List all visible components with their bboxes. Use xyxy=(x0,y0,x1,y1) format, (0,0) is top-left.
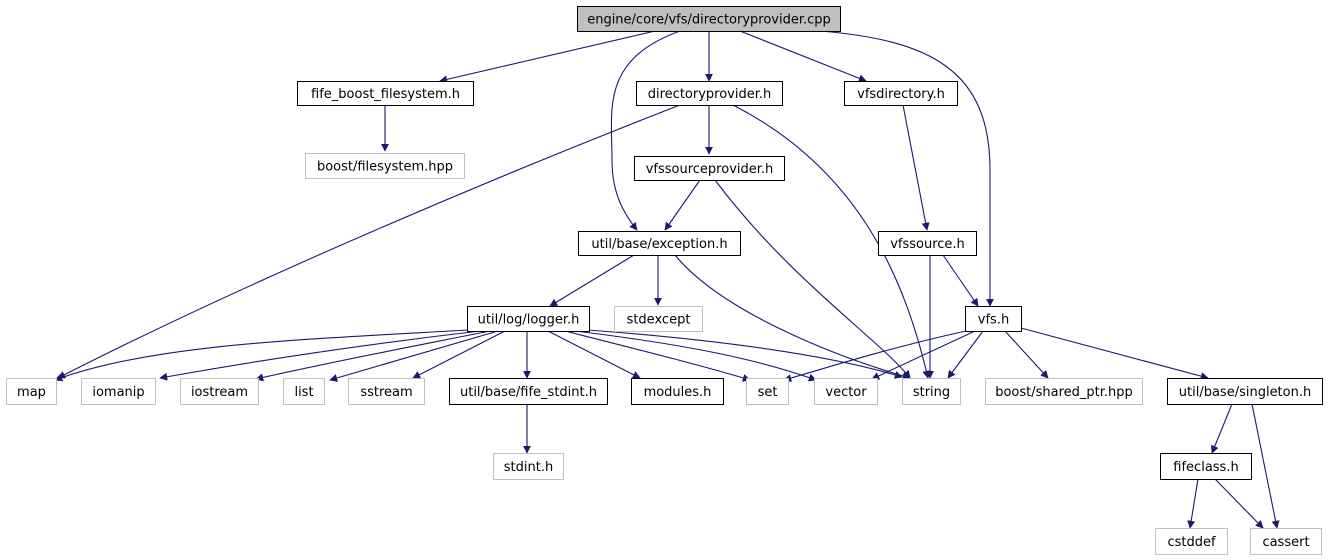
edge-root-to-vfsdirectory xyxy=(739,30,867,83)
edge-vfssource-to-vfs xyxy=(942,254,979,307)
node-util-log-logger-h[interactable]: util/log/logger.h xyxy=(467,306,590,332)
svg-text:boost/filesystem.hpp: boost/filesystem.hpp xyxy=(317,160,453,175)
svg-text:stdexcept: stdexcept xyxy=(627,313,691,328)
node-cassert[interactable]: cassert xyxy=(1250,528,1322,555)
node-sstream[interactable]: sstream xyxy=(348,378,425,405)
edge-exception-to-logger xyxy=(549,254,635,307)
svg-text:directoryprovider.h: directoryprovider.h xyxy=(648,87,772,102)
edge-logger-to-modules xyxy=(547,330,641,379)
node-boost-filesystem-hpp[interactable]: boost/filesystem.hpp xyxy=(305,153,465,179)
node-fife-boost-filesystem-h[interactable]: fife_boost_filesystem.h xyxy=(297,81,474,106)
svg-text:set: set xyxy=(758,385,778,400)
svg-text:vfs.h: vfs.h xyxy=(978,313,1009,328)
svg-text:string: string xyxy=(913,385,950,400)
node-util-base-exception-h[interactable]: util/base/exception.h xyxy=(578,231,741,256)
svg-text:util/base/singleton.h: util/base/singleton.h xyxy=(1179,385,1311,400)
node-set[interactable]: set xyxy=(746,378,789,405)
edge-vfs-to-set xyxy=(783,330,967,382)
edge-vfs-to-singleton xyxy=(1020,327,1209,381)
node-root-file[interactable]: engine/core/vfs/directoryprovider.cpp xyxy=(577,6,841,32)
edge-root-to-fife-boost-filesystem xyxy=(439,30,656,84)
node-iomanip[interactable]: iomanip xyxy=(81,378,156,405)
edge-fifeclass-to-cstddef xyxy=(1187,478,1199,529)
node-vector[interactable]: vector xyxy=(814,378,878,405)
edge-logger-to-iostream xyxy=(255,330,491,382)
svg-text:util/base/fife_stdint.h: util/base/fife_stdint.h xyxy=(460,385,597,400)
node-vfs-h[interactable]: vfs.h xyxy=(965,306,1022,332)
svg-text:vfssourceprovider.h: vfssourceprovider.h xyxy=(646,162,774,177)
edge-logger-to-sstream xyxy=(412,330,506,379)
node-list[interactable]: list xyxy=(283,378,325,405)
svg-text:fife_boost_filesystem.h: fife_boost_filesystem.h xyxy=(311,87,460,102)
edge-logger-to-set xyxy=(564,330,751,382)
node-vfssourceprovider-h[interactable]: vfssourceprovider.h xyxy=(634,156,785,181)
edge-root-to-vfs xyxy=(819,30,994,307)
node-iostream[interactable]: iostream xyxy=(180,378,259,405)
node-util-base-singleton-h[interactable]: util/base/singleton.h xyxy=(1167,378,1323,405)
svg-text:sstream: sstream xyxy=(360,385,412,400)
edge-logger-to-vector xyxy=(574,330,817,382)
edge-vfssourceprovider-to-exception xyxy=(664,179,701,231)
edge-singleton-to-fifeclass xyxy=(1211,403,1233,454)
svg-text:util/base/exception.h: util/base/exception.h xyxy=(591,237,727,252)
node-cstddef[interactable]: cstddef xyxy=(1155,528,1228,555)
svg-text:iostream: iostream xyxy=(191,385,248,400)
node-directoryprovider-h[interactable]: directoryprovider.h xyxy=(636,81,783,106)
edge-singleton-to-cassert xyxy=(1251,403,1280,529)
node-stdexcept[interactable]: stdexcept xyxy=(614,306,703,332)
svg-text:iomanip: iomanip xyxy=(92,385,144,400)
node-vfssource-h[interactable]: vfssource.h xyxy=(878,231,977,256)
svg-text:vector: vector xyxy=(825,385,867,400)
edge-directoryprovider-to-string xyxy=(732,104,931,379)
node-modules-h[interactable]: modules.h xyxy=(631,378,724,405)
svg-text:list: list xyxy=(294,385,313,400)
svg-text:engine/core/vfs/directoryprovi: engine/core/vfs/directoryprovider.cpp xyxy=(587,13,831,28)
node-fifeclass-h[interactable]: fifeclass.h xyxy=(1160,453,1252,480)
edge-directoryprovider-to-map xyxy=(57,104,681,379)
node-util-base-fife-stdint-h[interactable]: util/base/fife_stdint.h xyxy=(449,378,608,405)
svg-text:fifeclass.h: fifeclass.h xyxy=(1173,460,1238,475)
edge-root-to-exception xyxy=(610,30,681,231)
node-boost-shared-ptr-hpp[interactable]: boost/shared_ptr.hpp xyxy=(985,378,1143,405)
node-stdint-h[interactable]: stdint.h xyxy=(493,453,564,480)
svg-text:vfssource.h: vfssource.h xyxy=(890,237,965,252)
edge-vfs-to-shared-ptr xyxy=(1004,330,1049,379)
dependency-edges xyxy=(54,30,1280,529)
svg-text:stdint.h: stdint.h xyxy=(504,460,553,475)
dependency-nodes: engine/core/vfs/directoryprovider.cpp fi… xyxy=(6,6,1323,555)
svg-text:cassert: cassert xyxy=(1262,535,1309,550)
edge-vfs-to-string xyxy=(947,330,984,379)
edge-logger-to-string xyxy=(587,329,903,379)
node-string[interactable]: string xyxy=(902,378,961,405)
edge-vfssourceprovider-to-string xyxy=(714,179,911,379)
svg-text:modules.h: modules.h xyxy=(644,385,712,400)
edge-logger-to-list xyxy=(329,330,499,382)
edge-logger-to-map xyxy=(54,329,469,382)
svg-text:util/log/logger.h: util/log/logger.h xyxy=(478,313,580,328)
edge-vfs-to-vector xyxy=(871,330,976,380)
node-map[interactable]: map xyxy=(6,378,57,405)
edge-vfsdirectory-to-vfssource xyxy=(902,104,930,231)
svg-text:map: map xyxy=(17,385,46,400)
edge-exception-to-string xyxy=(674,254,911,380)
edge-logger-to-iomanip xyxy=(159,330,481,381)
edge-fifeclass-to-cassert xyxy=(1214,478,1264,529)
svg-text:cstddef: cstddef xyxy=(1167,535,1216,550)
svg-text:boost/shared_ptr.hpp: boost/shared_ptr.hpp xyxy=(995,385,1133,400)
svg-text:vfsdirectory.h: vfsdirectory.h xyxy=(857,87,945,102)
node-vfsdirectory-h[interactable]: vfsdirectory.h xyxy=(844,81,958,106)
